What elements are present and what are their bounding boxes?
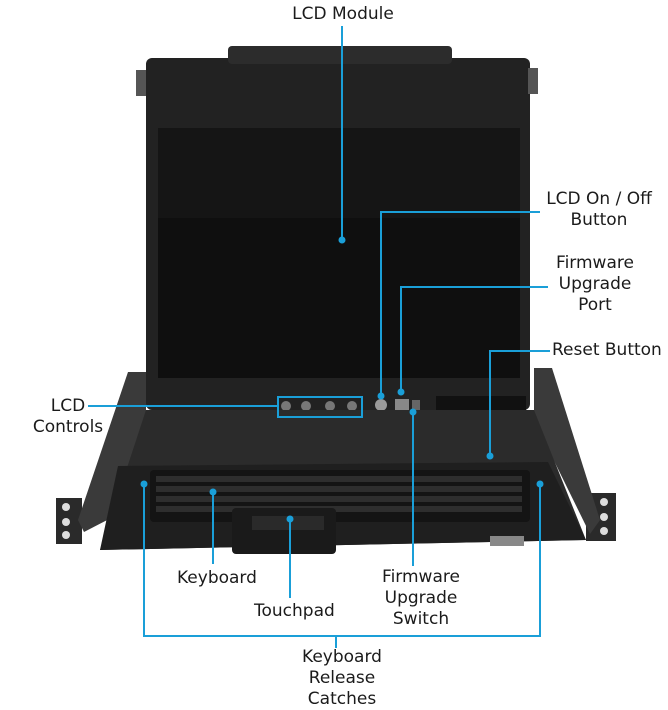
left-rack-ear (56, 498, 82, 544)
label-lcd-onoff-button: LCD On / Off Button (534, 189, 664, 231)
label-keyboard: Keyboard (177, 568, 287, 589)
keyboard-tray (100, 410, 586, 554)
lcd-lid (136, 46, 538, 410)
label-lcd-controls: LCD Controls (20, 396, 116, 438)
label-firmware-upgrade-switch: Firmware Upgrade Switch (366, 567, 476, 630)
label-firmware-upgrade-port: Firmware Upgrade Port (540, 253, 650, 316)
touchpad-shape (232, 508, 336, 554)
label-lcd-module: LCD Module (276, 4, 410, 25)
label-reset-button: Reset Button (552, 340, 668, 361)
label-touchpad: Touchpad (254, 601, 364, 622)
label-keyboard-release-catches: Keyboard Release Catches (282, 647, 402, 710)
